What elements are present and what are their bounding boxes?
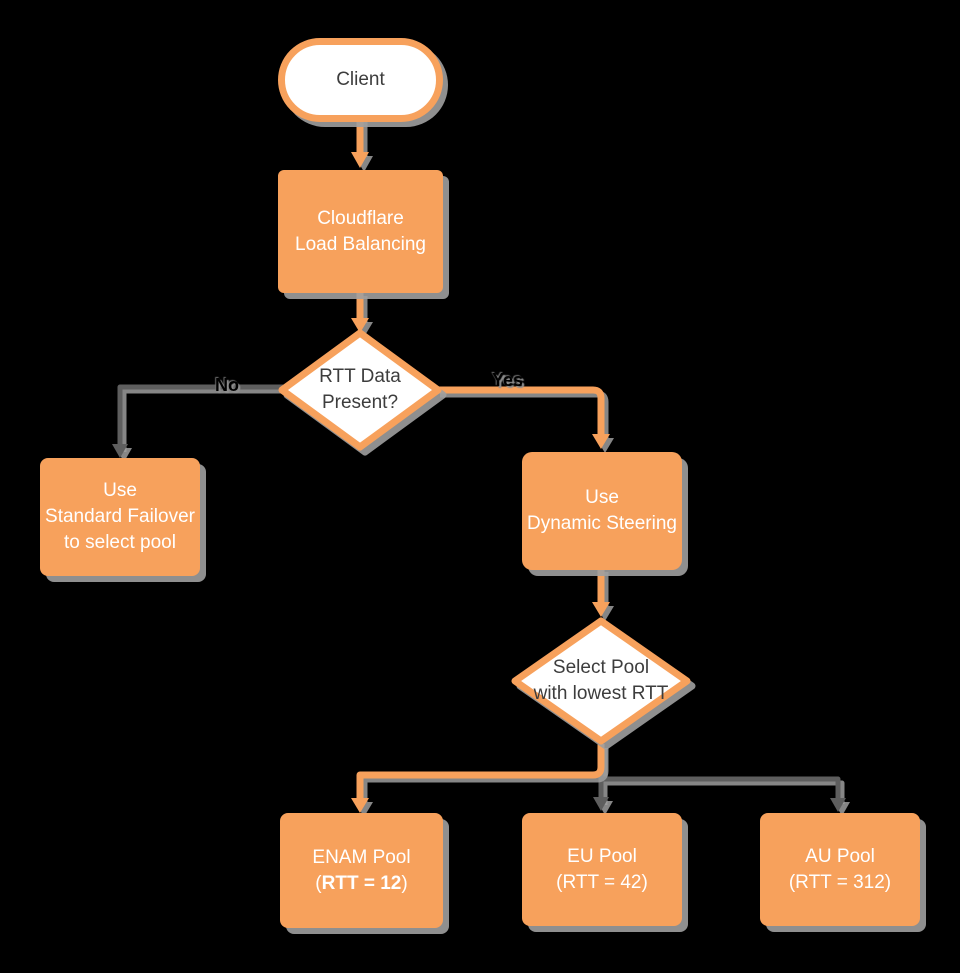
node-enam-pool-line2: (RTT = 12)	[312, 871, 410, 897]
node-rtt-decision-line1: RTT Data	[319, 366, 401, 387]
connector-no-branch	[117, 384, 284, 448]
node-enam-pool-line1: ENAM Pool	[312, 846, 411, 868]
arrowhead-client-to-lb	[351, 152, 369, 168]
edge-label-yes: Yes	[492, 370, 524, 390]
node-select-pool-line1: Select Pool	[552, 657, 650, 678]
node-load-balancing-line2: Load Balancing	[295, 233, 426, 255]
connector-yes-branch	[436, 386, 605, 434]
node-standard-failover-line3: to select pool	[64, 532, 176, 553]
arrowhead-steering-to-select	[592, 602, 610, 617]
arrowhead-yes-branch	[592, 434, 610, 449]
node-au-pool-line2: (RTT = 312)	[788, 871, 892, 893]
node-standard-failover: Use Standard Failover to select pool	[40, 458, 200, 576]
node-select-pool-line2: with lowest RTT	[533, 683, 669, 704]
arrowhead-to-enam	[351, 798, 369, 813]
node-au-pool-label: AU Pool (RTT = 312)	[789, 844, 891, 896]
node-rtt-decision-label: RTT Data Present?	[319, 364, 401, 416]
node-au-pool: AU Pool (RTT = 312)	[760, 813, 920, 926]
node-eu-pool-label: EU Pool (RTT = 42)	[556, 844, 648, 896]
node-dynamic-steering-label: Use Dynamic Steering	[527, 485, 677, 537]
node-rtt-decision: RTT Data Present?	[278, 329, 442, 451]
edge-label-no: No	[215, 375, 239, 395]
diamond-shape	[278, 329, 442, 451]
node-standard-failover-line2: Standard Failover	[45, 506, 195, 527]
node-enam-pool: ENAM Pool (RTT = 12)	[280, 813, 443, 928]
node-client: Client	[278, 38, 443, 122]
node-select-pool-label: Select Pool with lowest RTT	[534, 655, 669, 707]
node-eu-pool-line1: EU Pool	[567, 845, 637, 867]
node-dynamic-steering: Use Dynamic Steering	[522, 452, 682, 570]
arrowhead-lb-to-decision	[351, 318, 369, 333]
node-dynamic-steering-line2: Dynamic Steering	[527, 513, 677, 534]
node-load-balancing: Cloudflare Load Balancing	[278, 170, 443, 293]
node-enam-pool-label: ENAM Pool (RTT = 12)	[312, 845, 410, 897]
arrowhead-to-eu	[593, 797, 609, 811]
enam-rtt-value: RTT = 12	[321, 872, 402, 894]
node-dynamic-steering-line1: Use	[585, 487, 619, 508]
enam-paren-close: )	[401, 872, 408, 894]
diamond-shape	[511, 617, 691, 745]
node-eu-pool-line2: (RTT = 42)	[556, 871, 648, 893]
node-standard-failover-label: Use Standard Failover to select pool	[45, 478, 195, 556]
node-select-pool: Select Pool with lowest RTT	[511, 617, 691, 745]
arrowhead-to-au	[830, 798, 846, 812]
node-client-label: Client	[336, 69, 385, 90]
node-rtt-decision-line2: Present?	[321, 392, 399, 413]
node-load-balancing-label: Cloudflare Load Balancing	[295, 206, 426, 258]
node-eu-pool: EU Pool (RTT = 42)	[522, 813, 682, 926]
node-au-pool-line1: AU Pool	[805, 845, 875, 867]
connector-to-enam	[356, 744, 605, 798]
node-standard-failover-line1: Use	[103, 480, 137, 501]
enam-paren-open: (	[315, 872, 322, 894]
arrowhead-no-branch	[112, 444, 128, 458]
node-load-balancing-line1: Cloudflare	[317, 207, 404, 229]
connector-to-au	[601, 776, 841, 800]
